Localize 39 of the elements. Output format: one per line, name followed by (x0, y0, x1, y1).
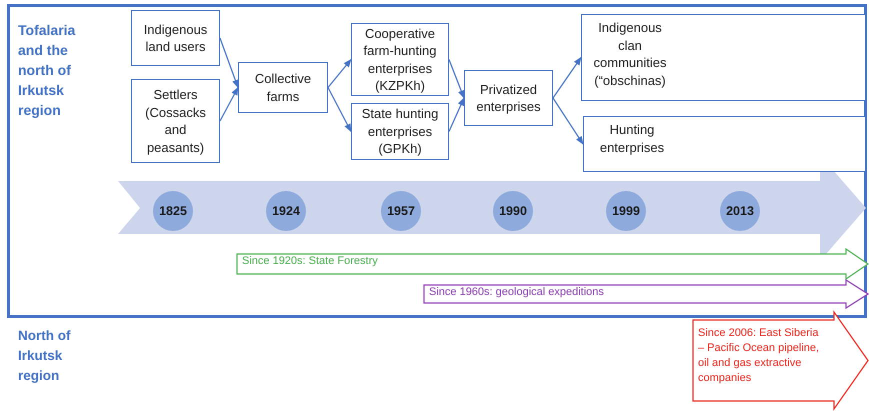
stage-box (238, 62, 328, 113)
stage-box (131, 10, 220, 66)
stage-box (581, 14, 866, 101)
arrow (219, 38, 239, 88)
region-frame (7, 4, 867, 318)
year-label: 1825 (159, 204, 187, 218)
stage-text: Collective farms (254, 70, 312, 105)
arrow (448, 59, 465, 99)
arrow (552, 56, 582, 98)
stage-box (131, 79, 220, 163)
arrow (328, 58, 352, 88)
period-banner (693, 312, 868, 409)
period-banner (424, 280, 868, 308)
period-banner (237, 249, 868, 279)
arrow (552, 98, 584, 145)
region-label: North of Irkutsk region (18, 327, 72, 385)
arrow (219, 86, 239, 122)
year-label: 1999 (612, 204, 640, 218)
arrow (448, 97, 465, 132)
stage-box (351, 23, 449, 96)
stage-text: State hunting enterprises (GPKh) (360, 105, 440, 158)
stage-text: Hunting enterprises (598, 121, 666, 156)
year-label: 1990 (499, 204, 527, 218)
year-label: 1924 (272, 204, 300, 218)
arrow (327, 87, 352, 132)
stage-box (464, 70, 553, 126)
year-label: 1957 (387, 204, 415, 218)
stage-text: Cooperative farm-hunting enterprises (KZPKh) (362, 24, 438, 94)
period-text: Since 2006: East Siberia – Pacific Ocean pipeline, oil and gas extractive companies (698, 326, 820, 386)
stage-text: Indigenous land users (142, 20, 208, 56)
stage-box (351, 103, 449, 160)
period-text: Since 1920s: State Forestry (242, 254, 379, 269)
stage-box (583, 116, 866, 172)
region-title: Tofalaria and the north of Irkutsk region (18, 21, 76, 120)
stage-text: Settlers (Cossacks and peasants) (144, 86, 207, 156)
stage-text: Indigenous clan communities (“obschinas) (592, 19, 668, 89)
stage-text: Privatized enterprises (475, 80, 542, 116)
year-label: 2013 (726, 204, 754, 218)
period-text: Since 1960s: geological expeditions (429, 285, 605, 300)
